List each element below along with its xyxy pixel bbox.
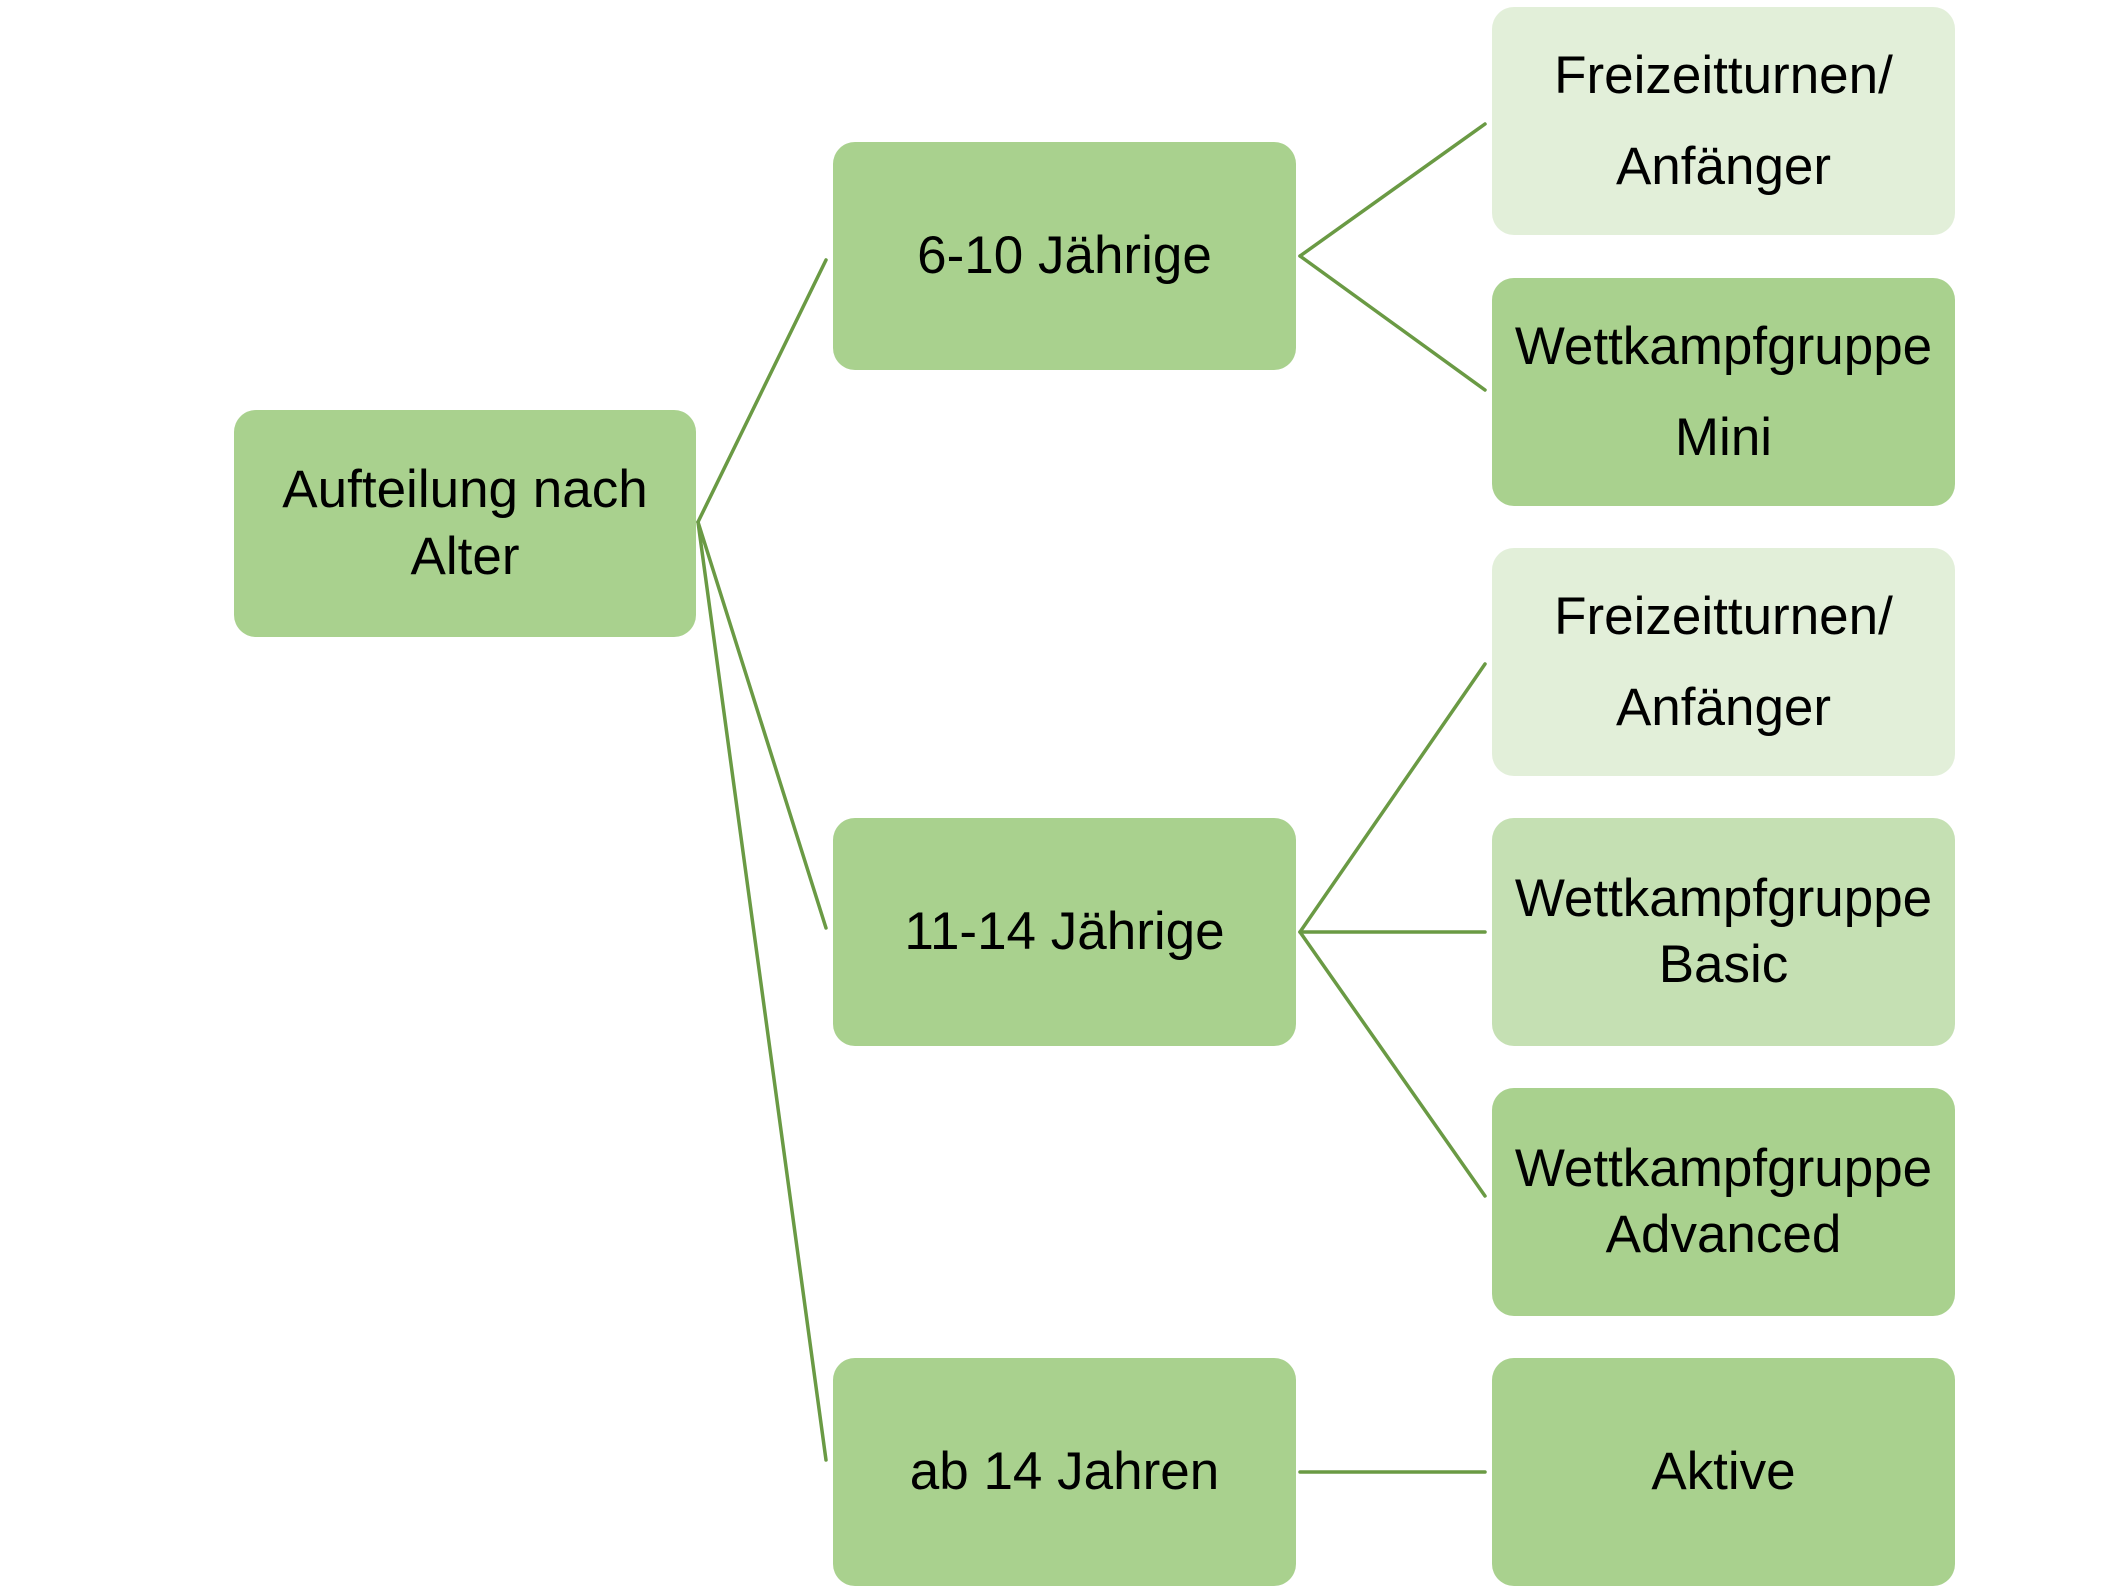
- group-node-freizeitturnen-11-14: Freizeitturnen/ Anfänger: [1492, 548, 1955, 776]
- connector-root-to-11-14: [696, 520, 828, 930]
- age-group-node-ab-14: ab 14 Jahren: [833, 1358, 1296, 1586]
- group-label: Wettkampfgruppe Basic: [1514, 868, 1933, 994]
- group-node-freizeitturnen-6-10: Freizeitturnen/ Anfänger: [1492, 7, 1955, 235]
- group-label: Wettkampfgruppe Mini: [1514, 316, 1933, 467]
- connector-6-10-to-mini: [1298, 254, 1487, 392]
- group-node-wettkampf-advanced: Wettkampfgruppe Advanced: [1492, 1088, 1955, 1316]
- group-label: Freizeitturnen/ Anfänger: [1554, 45, 1893, 196]
- connector-root-to-ab-14: [696, 520, 828, 1462]
- group-node-aktive: Aktive: [1492, 1358, 1955, 1586]
- age-group-label: 6-10 Jährige: [917, 225, 1212, 285]
- group-label: Wettkampfgruppe Advanced: [1514, 1138, 1933, 1264]
- connector-6-10-to-freizeit: [1298, 122, 1487, 258]
- group-node-wettkampf-mini: Wettkampfgruppe Mini: [1492, 278, 1955, 506]
- group-label: Freizeitturnen/ Anfänger: [1554, 586, 1893, 737]
- connector-11-14-to-advanced: [1298, 930, 1487, 1198]
- connector-root-to-6-10: [696, 258, 828, 524]
- group-label: Aktive: [1651, 1441, 1796, 1501]
- group-node-wettkampf-basic: Wettkampfgruppe Basic: [1492, 818, 1955, 1046]
- connector-11-14-to-freizeit: [1298, 662, 1487, 934]
- age-group-label: ab 14 Jahren: [909, 1441, 1220, 1501]
- root-node-label: Aufteilung nach Alter: [282, 460, 648, 586]
- age-group-node-11-14: 11-14 Jährige: [833, 818, 1296, 1046]
- root-node: Aufteilung nach Alter: [234, 410, 696, 637]
- age-group-node-6-10: 6-10 Jährige: [833, 142, 1296, 370]
- age-group-label: 11-14 Jährige: [904, 901, 1225, 961]
